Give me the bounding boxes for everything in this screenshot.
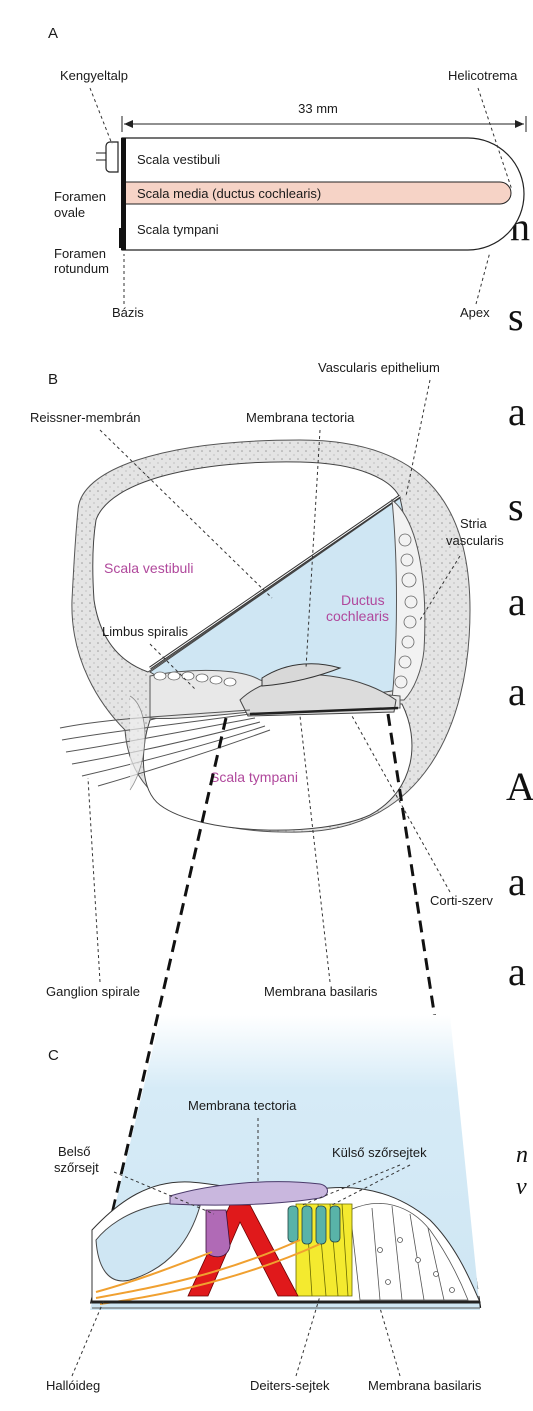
reissner-label: Reissner-membrán [30,410,141,425]
ductus-label-1: Ductus [341,592,385,608]
vascularis-epithelium-label: Vascularis epithelium [318,360,440,375]
foramen-rotundum-label-1: Foramen [54,246,106,261]
membrana-basilaris-b-label: Membrana basilaris [264,984,378,999]
scala-tympani-label: Scala tympani [137,222,219,237]
length-label: 33 mm [298,101,338,116]
inner-hair-cell [206,1210,230,1257]
bg-letter: A [506,764,533,809]
foramen-rotundum-label-2: rotundum [54,261,109,276]
panel-a: A 33 mm Scala vestibuli Scala media (duc… [48,25,526,320]
bg-letter: a [508,949,526,994]
bg-letter: s [508,484,524,529]
panel-label-a: A [48,25,58,42]
length-dimension: 33 mm [122,101,526,132]
helicotrema-label: Helicotrema [448,68,518,83]
bg-letter: a [508,859,526,904]
apex-label: Apex [460,305,490,320]
ductus-label-2: cochlearis [326,608,389,624]
stria-label-1: Stria [460,516,488,531]
scala-vestibuli-label: Scala vestibuli [137,152,220,167]
membrana-basilaris-c-label: Membrana basilaris [368,1378,482,1393]
kengyeltalp-label: Kengyeltalp [60,68,128,83]
membrana-tectoria-b-label: Membrana tectoria [246,410,355,425]
bg-letter-small: v [516,1174,527,1200]
ganglion-label: Ganglion spirale [46,984,140,999]
limbus-label: Limbus spiralis [102,624,188,639]
bg-letter: a [508,669,526,714]
halloideg-label: Hallóideg [46,1378,100,1393]
bazis-label: Bázis [112,305,144,320]
bg-letter: a [508,389,526,434]
membrana-tectoria-c-label: Membrana tectoria [188,1098,297,1113]
stria-label-2: vascularis [446,533,504,548]
background-text: n s a s a a A a a n v [506,204,533,1200]
panel-label-c: C [48,1047,59,1064]
bg-letter: a [508,579,526,624]
scala-tympani-b-label: Scala tympani [210,769,298,785]
bg-letter-small: n [516,1142,528,1168]
belso-label-1: Belső [58,1144,91,1159]
scala-media-label: Scala media (ductus cochlearis) [137,186,321,201]
foramen-ovale-label-2: ovale [54,205,85,220]
bg-letter: s [508,294,524,339]
panel-label-b: B [48,371,58,388]
panel-b: B [30,360,504,999]
stapes-footplate [106,142,118,172]
panel-c: C [46,1015,482,1393]
corti-label: Corti-szerv [430,893,493,908]
scala-vestibuli-b-label: Scala vestibuli [104,560,194,576]
belso-label-2: szőrsejt [54,1160,99,1175]
foramen-ovale-label-1: Foramen [54,189,106,204]
deiters-label: Deiters-sejtek [250,1378,330,1393]
kulso-label: Külső szőrsejtek [332,1145,427,1160]
